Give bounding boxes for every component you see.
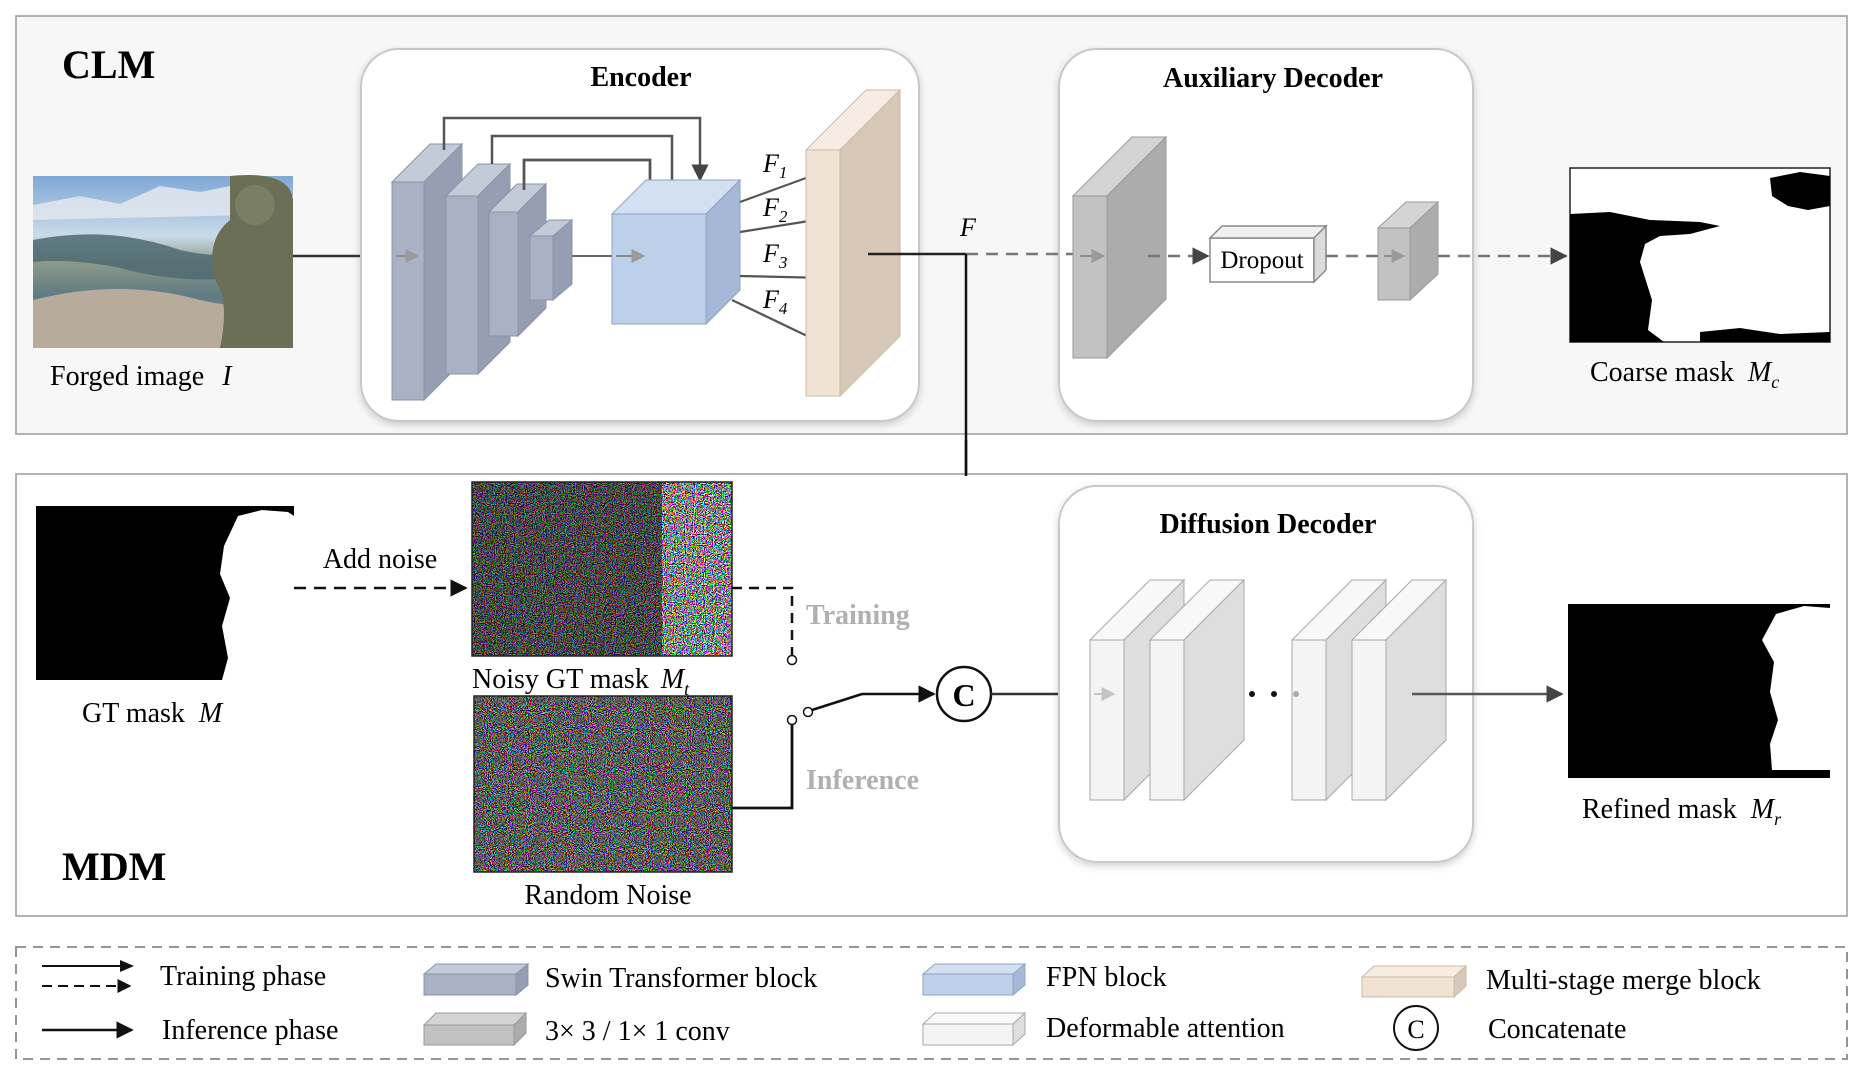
diffusion-decoder-title: Diffusion Decoder — [1160, 509, 1377, 540]
legend-concat-label: Concatenate — [1488, 1014, 1626, 1045]
legend: Training phase Inference phase Swin Tran… — [15, 946, 1848, 1060]
feature-label-f2: F2 — [762, 193, 788, 226]
forged-image — [33, 175, 293, 348]
switch-pivot[interactable] — [802, 706, 814, 718]
deformable-attention-block-4 — [1350, 578, 1448, 802]
fused-feature-label: F — [959, 213, 977, 242]
legend-training-phase: Training phase — [160, 961, 326, 992]
fpn-block — [610, 178, 742, 326]
add-noise-label: Add noise — [323, 544, 437, 575]
aux-conv-block-1 — [1071, 135, 1168, 360]
legend-merge-label: Multi-stage merge block — [1486, 965, 1761, 996]
legend-deformable-label: Deformable attention — [1046, 1013, 1285, 1044]
aux-conv-block-2 — [1376, 200, 1440, 302]
legend-conv-swatch — [422, 1011, 528, 1047]
inference-path — [732, 724, 794, 810]
noisy-mask-image — [471, 481, 733, 657]
legend-fpn-label: FPN block — [1046, 962, 1167, 993]
switch-arm — [811, 692, 863, 712]
legend-concat-icon — [1393, 1005, 1439, 1051]
training-switch-contact[interactable] — [786, 654, 798, 666]
random-noise-image — [473, 695, 733, 873]
refined-mask-image — [1568, 604, 1830, 778]
inference-switch-label: Inference — [806, 765, 919, 796]
mdm-title: MDM — [62, 844, 166, 889]
training-switch-label: Training — [806, 600, 910, 631]
inference-switch-contact[interactable] — [786, 714, 798, 726]
clm-title: CLM — [62, 42, 155, 87]
gt-mask-image — [36, 506, 294, 680]
legend-merge-swatch — [1360, 964, 1468, 999]
legend-concat-symbol: C — [1407, 1015, 1424, 1044]
legend-fpn-swatch — [921, 962, 1027, 997]
legend-swin-label: Swin Transformer block — [545, 963, 817, 994]
ellipsis-dots — [1249, 691, 1299, 697]
concat-symbol: C — [952, 677, 975, 713]
random-noise-label: Random Noise — [524, 880, 691, 911]
merge-block — [804, 88, 902, 398]
legend-inference-phase: Inference phase — [162, 1015, 338, 1046]
aux-decoder-title: Auxiliary Decoder — [1163, 63, 1383, 94]
legend-deformable-swatch — [921, 1011, 1027, 1047]
legend-swin-swatch — [422, 962, 530, 997]
dropout-label: Dropout — [1220, 247, 1303, 274]
deformable-attention-block-2 — [1148, 578, 1246, 802]
coarse-mask-image — [1569, 167, 1831, 343]
clm-panel-border — [15, 15, 1848, 435]
swin-block-4 — [528, 218, 574, 302]
feature-label-f3: F3 — [762, 239, 787, 272]
feature-label-f1: F1 — [762, 149, 787, 182]
legend-conv-label: 3× 3 / 1× 1 conv — [545, 1016, 730, 1047]
encoder-title: Encoder — [590, 62, 691, 93]
training-path — [732, 586, 794, 656]
legend-training-arrowhead — [120, 960, 134, 972]
feature-label-f4: F4 — [762, 285, 788, 318]
dropout-block[interactable] — [1208, 224, 1328, 284]
